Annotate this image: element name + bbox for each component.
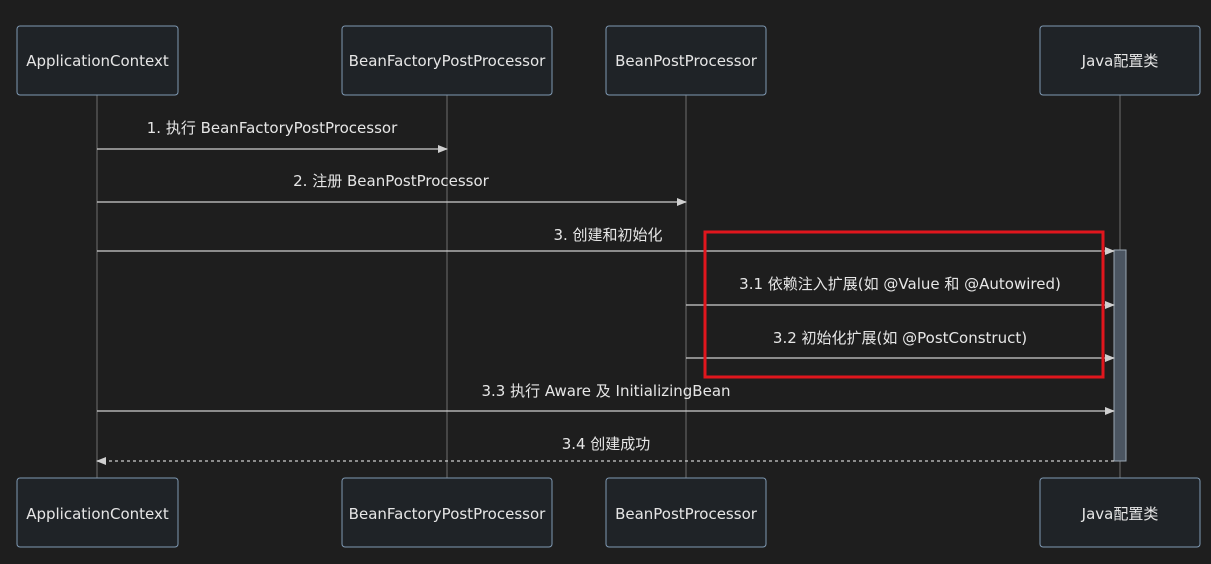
actor-label: ApplicationContext <box>26 52 169 70</box>
actor-label: ApplicationContext <box>26 505 169 523</box>
message-3-4: 3.4 创建成功 <box>96 435 1114 465</box>
actor-label: Java配置类 <box>1081 52 1159 70</box>
message-3-3: 3.3 执行 Aware 及 InitializingBean <box>97 382 1115 415</box>
message-label: 3.2 初始化扩展(如 @PostConstruct) <box>773 329 1027 347</box>
actor-java-config-bottom[interactable]: Java配置类 <box>1039 477 1201 548</box>
actor-beanpostprocessor-bottom[interactable]: BeanPostProcessor <box>605 477 767 548</box>
message-label: 3.4 创建成功 <box>562 435 651 453</box>
actor-label: BeanPostProcessor <box>615 52 758 70</box>
actor-label: BeanFactoryPostProcessor <box>349 505 546 523</box>
actor-applicationcontext-bottom[interactable]: ApplicationContext <box>16 477 179 548</box>
actor-beanpostprocessor-top[interactable]: BeanPostProcessor <box>605 25 767 96</box>
message-3-2: 3.2 初始化扩展(如 @PostConstruct) <box>686 329 1115 362</box>
message-label: 1. 执行 BeanFactoryPostProcessor <box>147 119 398 137</box>
actor-applicationcontext-top[interactable]: ApplicationContext <box>16 25 179 96</box>
actor-java-config-top[interactable]: Java配置类 <box>1039 25 1201 96</box>
highlight-box <box>703 230 1105 379</box>
message-1: 1. 执行 BeanFactoryPostProcessor <box>97 119 448 153</box>
message-label: 3.1 依赖注入扩展(如 @Value 和 @Autowired) <box>739 275 1061 293</box>
actor-label: BeanFactoryPostProcessor <box>349 52 546 70</box>
message-2: 2. 注册 BeanPostProcessor <box>97 172 687 206</box>
message-label: 3.3 执行 Aware 及 InitializingBean <box>481 382 730 400</box>
message-label: 2. 注册 BeanPostProcessor <box>293 172 490 190</box>
message-3-1: 3.1 依赖注入扩展(如 @Value 和 @Autowired) <box>686 275 1115 309</box>
message-3: 3. 创建和初始化 <box>97 226 1115 255</box>
actor-beanfactorypostprocessor-bottom[interactable]: BeanFactoryPostProcessor <box>341 477 553 548</box>
actor-label: BeanPostProcessor <box>615 505 758 523</box>
actor-label: Java配置类 <box>1081 505 1159 523</box>
activation-bar-java-config <box>1113 249 1127 462</box>
message-label: 3. 创建和初始化 <box>553 226 662 244</box>
actor-beanfactorypostprocessor-top[interactable]: BeanFactoryPostProcessor <box>341 25 553 96</box>
